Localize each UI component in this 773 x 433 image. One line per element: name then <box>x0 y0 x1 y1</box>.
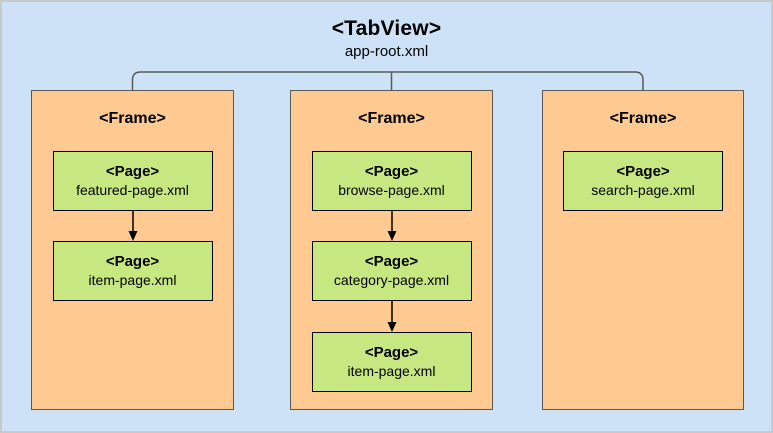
page-node-category: <Page> category-page.xml <box>311 241 472 301</box>
page-node-browse: <Page> browse-page.xml <box>311 151 472 211</box>
frame-2-tag-label: <Frame> <box>358 110 425 127</box>
page-file-label: item-page.xml <box>347 362 436 379</box>
arrow-down-icon <box>387 301 396 332</box>
page-tag-label: <Page> <box>616 163 670 181</box>
page-tag-label: <Page> <box>105 163 160 181</box>
frame-1-tag-label: <Frame> <box>99 110 166 127</box>
page-file-label: browse-page.xml <box>338 181 445 198</box>
frame-box-1: <Frame> <Page> featured-page.xml <Page> … <box>31 90 234 410</box>
page-tag-label: <Page> <box>364 253 419 271</box>
page-file-label: item-page.xml <box>88 271 177 288</box>
page-node-item: <Page> item-page.xml <box>311 332 472 392</box>
root-tag-label: <TabView> <box>331 17 442 40</box>
frame-3-tag-label: <Frame> <box>609 110 677 127</box>
arrow-down-icon <box>387 211 396 241</box>
page-tag-label: <Page> <box>364 163 419 181</box>
page-file-label: search-page.xml <box>591 181 695 198</box>
arrow-down-icon <box>128 211 137 241</box>
root-file-label: app-root.xml <box>344 43 429 61</box>
root-node: <TabView> app-root.xml <box>2 16 771 61</box>
frame-box-3: <Frame> <Page> search-page.xml <box>542 90 744 410</box>
frame-box-2: <Frame> <Page> browse-page.xml <Page> ca… <box>290 90 493 410</box>
page-node-item: <Page> item-page.xml <box>52 241 213 301</box>
page-node-featured: <Page> featured-page.xml <box>52 151 213 211</box>
page-tag-label: <Page> <box>364 344 419 362</box>
page-file-label: category-page.xml <box>333 271 450 288</box>
page-node-search: <Page> search-page.xml <box>563 151 723 211</box>
page-file-label: featured-page.xml <box>76 181 189 198</box>
page-tag-label: <Page> <box>105 253 160 271</box>
